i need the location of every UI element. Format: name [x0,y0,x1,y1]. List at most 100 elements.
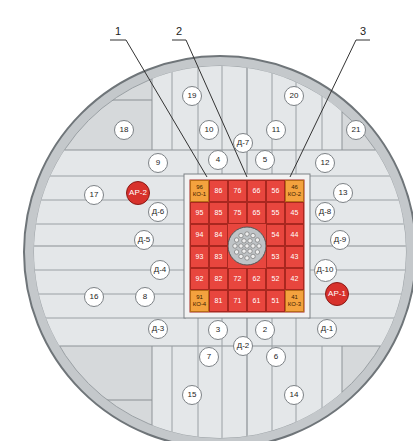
axis-lines [30,50,413,441]
channel-circle: 13 [333,183,353,203]
channel-circle: 10 [199,120,219,140]
channel-circle: 14 [284,385,304,405]
channel-circle: Д-1 [317,319,337,339]
channel-number: КО-1 [193,191,206,198]
channel-circle: 12 [315,153,335,173]
channel-circle: Д-5 [134,230,154,250]
channel-circle: Д-4 [150,260,170,280]
channel-number: 46 [291,184,298,191]
channel-number: 44 [291,231,299,239]
channel-number: Д-9 [334,236,347,245]
channel-circle: Д-2 [233,336,253,356]
channel-circle: 17 [84,185,104,205]
fuel-cell: 84 [209,224,228,246]
channel-circle: 5 [255,150,275,170]
channel-number: 2 [263,326,267,335]
channel-number: 61 [253,297,261,305]
channel-circle: Д-6 [148,202,168,222]
channel-number: 45 [291,209,299,217]
channel-circle: Д-9 [330,230,350,250]
channel-circle: Д-10 [314,259,337,282]
rod-circle: АР-1 [325,282,349,306]
reflector-structure [30,50,413,441]
channel-circle: Д-8 [315,202,335,222]
channel-number: Д-5 [138,236,151,245]
fuel-cell: 61 [247,290,266,312]
horizontal-band [30,150,413,346]
fuel-cell: 75 [228,202,247,224]
channel-number: 91 [196,294,203,301]
fuel-cell: 83 [209,246,228,268]
channel-number: Д-3 [152,325,165,334]
channel-circle: 19 [182,86,202,106]
channel-circle: 4 [208,150,228,170]
channel-number: 43 [291,253,299,261]
channel-number: 11 [272,126,280,135]
fuel-cell: 82 [209,268,228,290]
channel-number: 85 [215,209,223,217]
leader-line [172,40,247,177]
channel-lines [30,176,413,318]
callout-number: 2 [176,26,182,37]
channel-number: 16 [90,293,99,302]
channel-number: 83 [215,253,223,261]
channel-number: 55 [272,209,280,217]
channel-number: 6 [274,353,278,362]
fuel-cell: 53 [266,246,285,268]
channel-number: Д-6 [152,208,165,217]
control-cell: 41КО-3 [285,290,304,312]
fuel-cell: 65 [247,202,266,224]
channel-number: АР-1 [328,290,346,299]
channel-number: 5 [263,156,267,165]
leader-line [290,40,370,177]
fuel-cell: 94 [190,224,209,246]
channel-number: КО-3 [288,301,301,308]
fuel-cell: 62 [247,268,266,290]
channel-circle: 16 [84,287,104,307]
fuel-cell: 45 [285,202,304,224]
channel-number: 54 [272,231,280,239]
channel-number: Д-10 [317,266,334,275]
fuel-cell: 95 [190,202,209,224]
channel-circle: 18 [114,120,134,140]
channel-number: 84 [215,231,223,239]
leader-line [110,40,207,177]
channel-number: 66 [253,187,261,195]
channel-circle: 2 [255,320,275,340]
fuel-cell: 43 [285,246,304,268]
fuel-cell: 86 [209,180,228,202]
core-grid [190,180,304,312]
control-cell: 46КО-2 [285,180,304,202]
channel-number: 93 [196,253,204,261]
fuel-cell: 55 [266,202,285,224]
channel-number: 76 [234,187,242,195]
fuel-cell: 56 [266,180,285,202]
channel-number: 8 [143,293,147,302]
channel-circle: 7 [199,347,219,367]
callout-number: 1 [115,26,121,37]
channel-number: 72 [234,275,242,283]
channel-number: 65 [253,209,261,217]
core-frame [184,174,310,318]
channel-circle: 3 [208,320,228,340]
channel-circle: 6 [266,347,286,367]
fuel-cell: 51 [266,290,285,312]
channel-number: 18 [120,126,129,135]
channel-number: 95 [196,209,204,217]
channel-number: АР-2 [129,189,147,198]
channel-number: 19 [188,92,197,101]
channel-number: КО-4 [193,301,206,308]
channel-circle: 20 [284,86,304,106]
fuel-cell: 71 [228,290,247,312]
control-cell: 91КО-4 [190,290,209,312]
channel-number: 21 [352,126,361,135]
channel-number: 17 [90,191,99,200]
channel-number: 7 [207,353,211,362]
channel-circle: Д-7 [233,133,253,153]
fuel-cell: 42 [285,268,304,290]
channel-number: 53 [272,253,280,261]
channel-number: 20 [290,92,299,101]
fuel-cell: 92 [190,268,209,290]
channel-number: 75 [234,209,242,217]
channel-number: 56 [272,187,280,195]
